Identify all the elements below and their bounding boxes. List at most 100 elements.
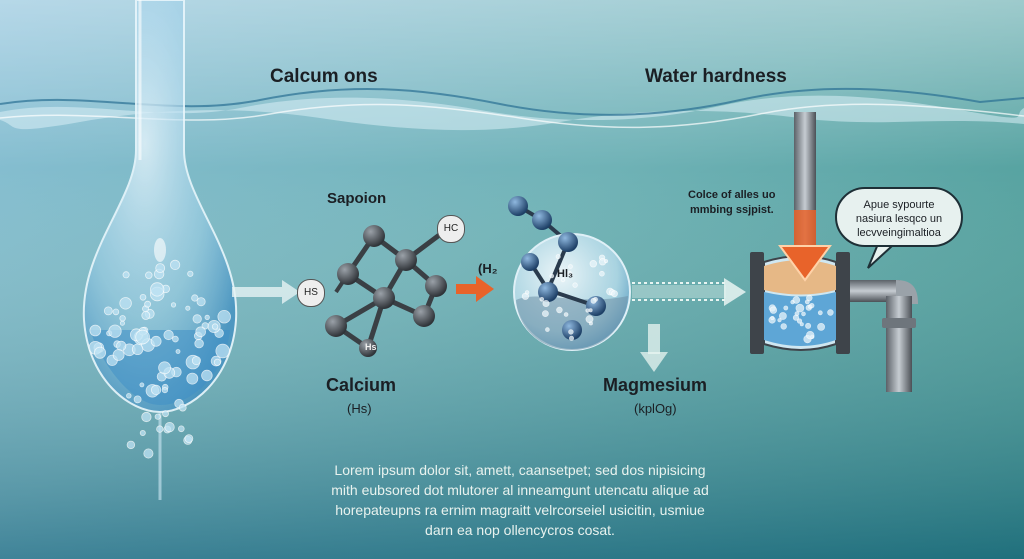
label-calcium-sub: (Hs) — [347, 401, 372, 416]
bubble — [162, 410, 169, 418]
bubble — [155, 263, 166, 274]
bubble — [542, 299, 550, 307]
bubble — [801, 311, 806, 317]
bubble — [170, 302, 177, 308]
bubble — [150, 335, 162, 347]
bubble — [217, 310, 231, 324]
ion-chain — [508, 196, 570, 244]
bubble — [769, 306, 778, 314]
bubble — [133, 395, 142, 404]
bubble — [204, 314, 210, 320]
bubble — [191, 294, 199, 302]
bubble — [560, 277, 566, 283]
bubble — [187, 270, 194, 277]
bubble — [141, 411, 152, 423]
bubble — [563, 312, 569, 317]
speech-bubble: Apue sypourte nasiura lesqco un lecvvein… — [835, 187, 963, 247]
bubble — [112, 349, 125, 361]
molecule-structure — [325, 225, 448, 357]
bubble — [539, 296, 545, 302]
bubble — [589, 260, 597, 268]
bubble — [161, 386, 168, 394]
bubble — [170, 259, 181, 270]
bubble — [126, 440, 136, 450]
bubble — [139, 293, 147, 301]
title-right: Water hardness — [645, 66, 787, 87]
bubble — [94, 346, 107, 359]
bubble — [792, 296, 801, 304]
bubble — [119, 320, 125, 326]
bubble — [131, 343, 144, 356]
bubble — [770, 315, 775, 320]
filter-bubbles — [768, 294, 834, 344]
bubble — [817, 322, 825, 331]
orange-arrow — [456, 276, 494, 302]
bubble — [211, 323, 219, 330]
body-line-1: Lorem ipsum dolor sit, amett, caansetpet… — [334, 462, 706, 478]
bubble-line-1: Apue sypourte — [863, 199, 935, 211]
bubble — [196, 297, 206, 307]
bubble — [572, 282, 578, 288]
bubble — [119, 315, 126, 322]
bubble — [126, 393, 132, 399]
bubble — [143, 448, 154, 459]
bubble — [213, 358, 221, 366]
bubble — [795, 303, 805, 313]
bubble — [175, 349, 181, 354]
body-line-4: darn ea nop ollencycros cosat. — [425, 522, 615, 538]
bubble — [103, 306, 113, 316]
bubble — [89, 324, 102, 337]
bubble — [144, 300, 152, 308]
bubble — [556, 306, 563, 314]
body-line-2: mith eubsored dot mlutorer al inneamgunt… — [331, 482, 709, 498]
bubble — [585, 308, 590, 313]
label-magnesium: Magmesium — [603, 375, 708, 395]
bubble — [585, 315, 594, 324]
bubble — [805, 322, 812, 329]
arrow-down-to-magnesium — [640, 324, 668, 372]
bubble — [799, 322, 804, 327]
arrow-drop-to-molecule — [232, 280, 300, 304]
bubble — [806, 294, 813, 302]
body-line-3: horepateupns ra ernim magraitt velrcorse… — [335, 502, 705, 518]
atom-label-hs: HS — [297, 279, 325, 307]
note-line-1: Colce of alles uo — [688, 189, 776, 201]
bubble — [524, 290, 530, 295]
label-magnesium-sub: (kplOg) — [634, 401, 677, 416]
bubble — [112, 308, 120, 316]
bubble — [186, 372, 199, 385]
bubble — [184, 434, 194, 443]
bubble — [191, 356, 201, 366]
bubble — [151, 384, 162, 395]
bubble — [201, 369, 213, 382]
bubble — [150, 282, 165, 297]
bubble — [568, 329, 574, 335]
bubble — [158, 361, 172, 375]
bubble — [588, 321, 593, 326]
bubble — [122, 271, 130, 279]
label-calcium: Calcium — [326, 375, 397, 395]
bubble — [139, 429, 146, 436]
bubble — [178, 403, 187, 412]
bubble — [145, 271, 153, 279]
filter-inflow-arrow — [778, 210, 832, 282]
bubble — [792, 314, 800, 321]
bubble — [604, 259, 609, 264]
bubble — [185, 305, 191, 311]
bubble — [783, 305, 789, 311]
label-h3: Hl₃ — [557, 268, 574, 280]
bubble — [806, 331, 815, 340]
bubble — [163, 329, 174, 341]
bubble — [549, 273, 555, 279]
note-line-2: mmbing ssjpist. — [690, 204, 774, 216]
bubble — [545, 327, 550, 332]
bubble — [154, 413, 161, 420]
label-sapoion: Sapoion — [327, 190, 387, 207]
bubble — [139, 382, 145, 388]
bubble — [569, 335, 575, 341]
bubble — [192, 314, 202, 324]
bubble — [141, 311, 151, 320]
bubble — [780, 323, 787, 330]
bubble — [172, 335, 179, 343]
